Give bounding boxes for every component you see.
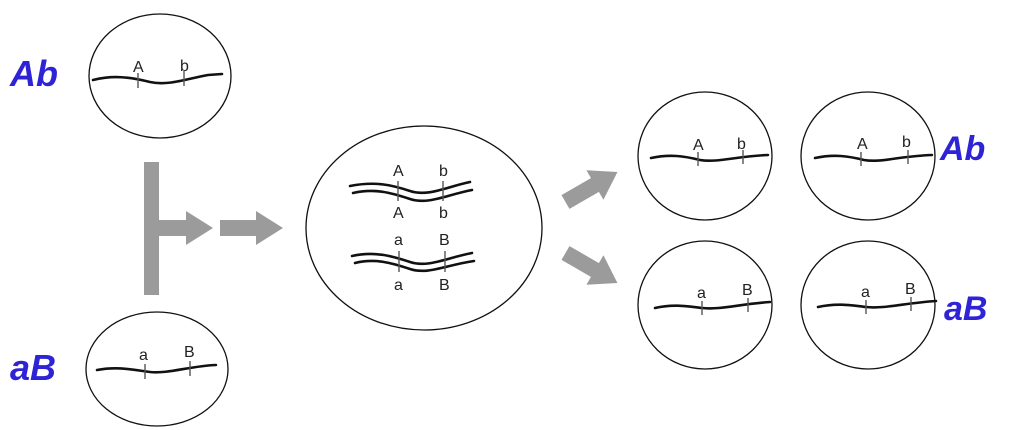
allele-label: a [394,232,403,249]
homologous-pair-1: A b A b [348,163,474,222]
cell-membrane [637,240,773,370]
genotype-label-parent-top: Ab [9,53,58,94]
gamete-cell-top-2: A b [800,91,936,221]
allele-label: b [439,205,448,222]
chromosome [348,180,472,195]
split-arrow-down [561,246,618,285]
allele-label: b [737,136,746,153]
allele-label: B [184,344,195,361]
merge-arrow [144,162,213,295]
allele-label: a [394,277,403,294]
chromosome [351,188,474,203]
allele-label: a [697,285,706,302]
cell-membrane [88,13,232,139]
chromosome [95,363,218,374]
genotype-label-offspring-top: Ab [939,130,985,168]
parent-cell-top: A b [88,13,232,139]
cell-membrane [85,311,229,427]
genotype-label-offspring-bottom: aB [944,290,987,328]
homologous-pair-2: a B a B [350,232,476,294]
cell-membrane [800,240,936,370]
cell-membrane [800,91,936,221]
allele-label: A [693,137,704,154]
chromosome [649,153,770,162]
gamete-cell-top-1: A b [637,91,773,221]
chromosome [353,259,476,273]
zygote-cell: A b A b a B a B [305,125,543,331]
forward-arrow [220,211,283,245]
parent-cell-bottom: a B [85,311,229,427]
allele-label: b [180,58,189,75]
split-arrow-up [561,170,618,209]
chromosome [91,72,224,85]
genotype-label-parent-bottom: aB [10,347,56,388]
cell-membrane [305,125,543,331]
allele-label: b [439,163,448,180]
chromosome [350,251,474,266]
allele-label: A [133,59,144,76]
allele-label: a [861,284,870,301]
allele-label: A [857,136,868,153]
allele-label: a [139,347,148,364]
allele-label: B [439,232,450,249]
allele-label: A [393,205,404,222]
allele-label: A [393,163,404,180]
gamete-cell-bottom-2: a B [800,240,938,370]
allele-label: B [439,277,450,294]
allele-label: B [742,282,753,299]
allele-label: B [905,281,916,298]
allele-label: b [902,134,911,151]
cell-membrane [637,91,773,221]
gamete-cell-bottom-1: a B [637,240,773,370]
